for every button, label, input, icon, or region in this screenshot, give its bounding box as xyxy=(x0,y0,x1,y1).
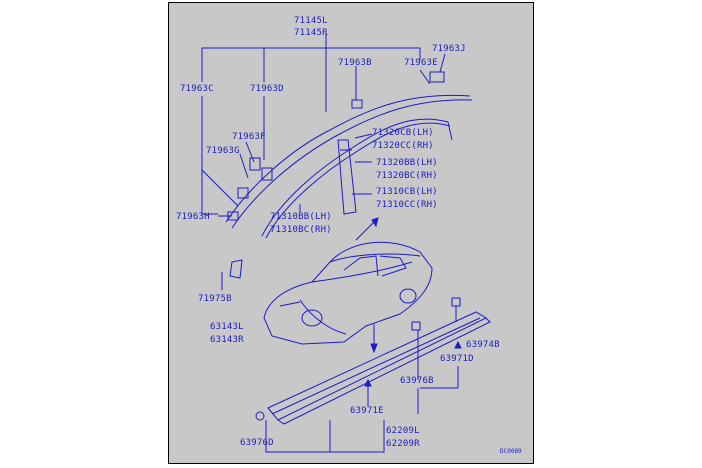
label-71963F: 71963F xyxy=(232,132,266,142)
car-body-outline xyxy=(263,241,433,345)
label-71320CC: 71320CC(RH) xyxy=(372,141,434,151)
label-63974B: 63974B xyxy=(466,340,500,350)
label-71975B: 71975B xyxy=(198,294,232,304)
label-71963D: 71963D xyxy=(250,84,284,94)
roof-molding-outer xyxy=(225,94,471,223)
pillar-garnish xyxy=(337,139,357,215)
label-71145L: 71145L xyxy=(294,16,328,26)
label-71963J: 71963J xyxy=(432,44,466,54)
label-71963C: 71963C xyxy=(180,84,214,94)
label-71963B: 71963B xyxy=(338,58,372,68)
label-71320BC: 71320BC(RH) xyxy=(376,171,438,181)
label-71145R: 71145R xyxy=(294,28,328,38)
label-71320BB: 71320BB(LH) xyxy=(376,158,438,168)
label-63971E: 63971E xyxy=(350,406,384,416)
label-63971D: 63971D xyxy=(440,354,474,364)
leader-71145 xyxy=(201,47,421,82)
label-71320CB: 71320CB(LH) xyxy=(372,128,434,138)
label-71310CB: 71310CB(LH) xyxy=(376,187,438,197)
label-71310CC: 71310CC(RH) xyxy=(376,200,438,210)
label-63143R: 63143R xyxy=(210,335,244,345)
label-63976D: 63976D xyxy=(240,438,274,448)
label-71310BB: 71310BB(LH) xyxy=(270,212,332,222)
label-71963G: 71963G xyxy=(206,146,240,156)
parts-diagram-panel xyxy=(168,2,534,464)
label-63143L: 63143L xyxy=(210,322,244,332)
reference-code: DC0089 xyxy=(500,448,522,455)
label-63976B: 63976B xyxy=(400,376,434,386)
label-71310BC: 71310BC(RH) xyxy=(270,225,332,235)
label-62209L: 62209L xyxy=(386,426,420,436)
roof-molding-inner xyxy=(261,118,449,237)
label-71963H: 71963H xyxy=(176,212,210,222)
label-71963E: 71963E xyxy=(404,58,438,68)
label-62209R: 62209R xyxy=(386,439,420,449)
